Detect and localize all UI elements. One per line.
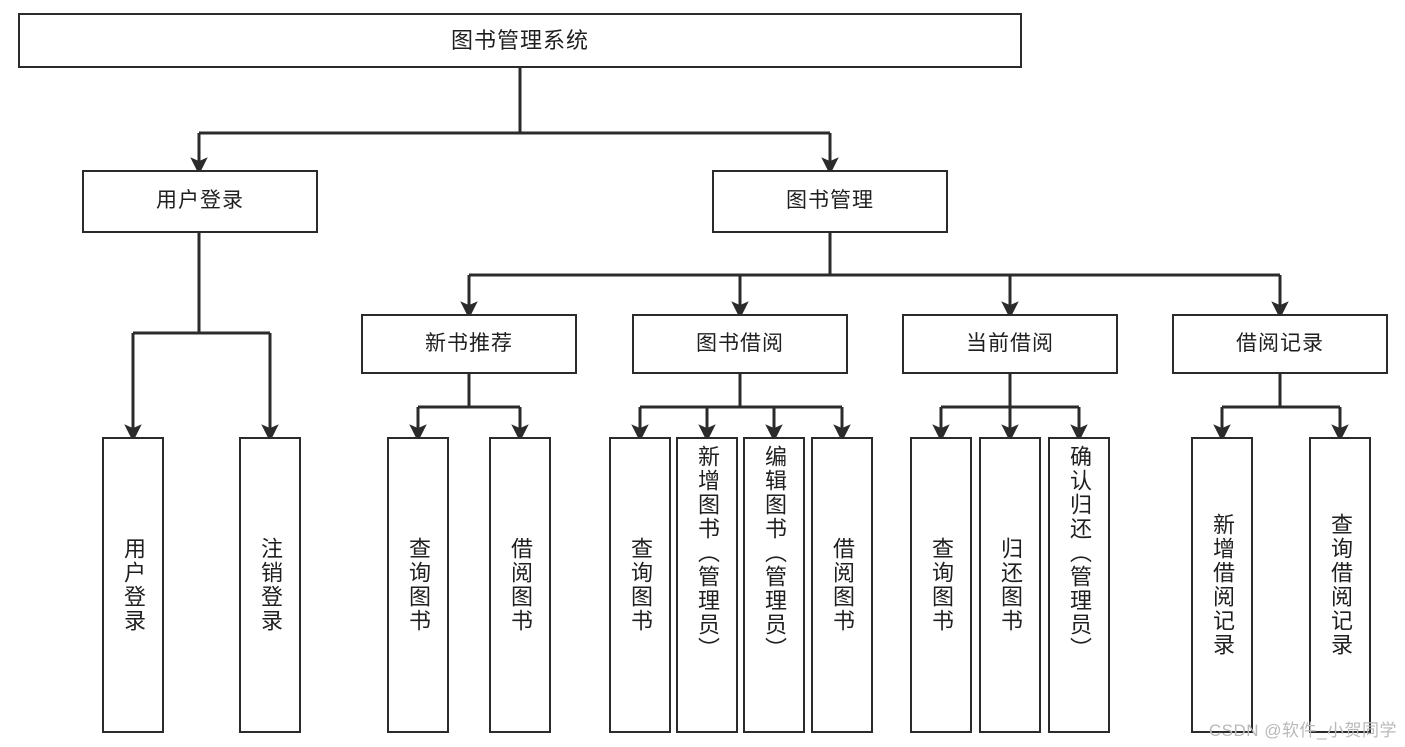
node-label: 新增图书（管理员） (695, 445, 720, 661)
node-label: 借阅图书 (830, 537, 855, 633)
node-new-book-recommendation[interactable]: 新书推荐 (361, 314, 577, 374)
node-label: 借阅记录 (1236, 331, 1324, 355)
node-label: 图书借阅 (696, 331, 784, 355)
node-label: 用户登录 (156, 189, 244, 213)
node-leaf-query-books-borrow[interactable]: 查询图书 (609, 437, 671, 733)
node-leaf-user-login[interactable]: 用户登录 (102, 437, 164, 733)
node-leaf-add-borrow-record[interactable]: 新增借阅记录 (1191, 437, 1253, 733)
node-book-borrowing[interactable]: 图书借阅 (632, 314, 848, 374)
node-label: 图书管理系统 (450, 27, 589, 53)
node-leaf-confirm-return-admin[interactable]: 确认归还（管理员） (1048, 437, 1110, 733)
node-label: 图书管理 (786, 189, 874, 213)
node-leaf-query-books-recommend[interactable]: 查询图书 (387, 437, 449, 733)
node-leaf-add-book-admin[interactable]: 新增图书（管理员） (676, 437, 738, 733)
node-leaf-query-books-current[interactable]: 查询图书 (910, 437, 972, 733)
node-leaf-logout[interactable]: 注销登录 (239, 437, 301, 733)
node-label: 确认归还（管理员） (1067, 445, 1092, 661)
node-leaf-return-book[interactable]: 归还图书 (979, 437, 1041, 733)
node-label: 注销登录 (258, 537, 283, 633)
node-label: 查询图书 (929, 537, 954, 633)
node-user-login[interactable]: 用户登录 (82, 170, 318, 233)
node-leaf-query-borrow-record[interactable]: 查询借阅记录 (1309, 437, 1371, 733)
csdn-watermark: CSDN @软件_小贺同学 (1208, 721, 1397, 740)
node-label: 编辑图书（管理员） (762, 445, 787, 661)
node-label: 查询图书 (406, 537, 431, 633)
node-book-management[interactable]: 图书管理 (712, 170, 948, 233)
node-leaf-borrow-books-recommend[interactable]: 借阅图书 (489, 437, 551, 733)
node-label: 用户登录 (121, 537, 146, 633)
node-label: 归还图书 (998, 537, 1023, 633)
node-leaf-borrow-book[interactable]: 借阅图书 (811, 437, 873, 733)
node-leaf-edit-book-admin[interactable]: 编辑图书（管理员） (743, 437, 805, 733)
node-borrowing-records[interactable]: 借阅记录 (1172, 314, 1388, 374)
node-label: 新增借阅记录 (1210, 513, 1235, 657)
node-label: 查询图书 (628, 537, 653, 633)
node-current-borrowing[interactable]: 当前借阅 (902, 314, 1118, 374)
node-label: 查询借阅记录 (1328, 513, 1353, 657)
node-root-book-management-system[interactable]: 图书管理系统 (18, 13, 1022, 68)
node-label: 新书推荐 (425, 331, 513, 355)
node-label: 当前借阅 (966, 331, 1054, 355)
node-label: 借阅图书 (508, 537, 533, 633)
